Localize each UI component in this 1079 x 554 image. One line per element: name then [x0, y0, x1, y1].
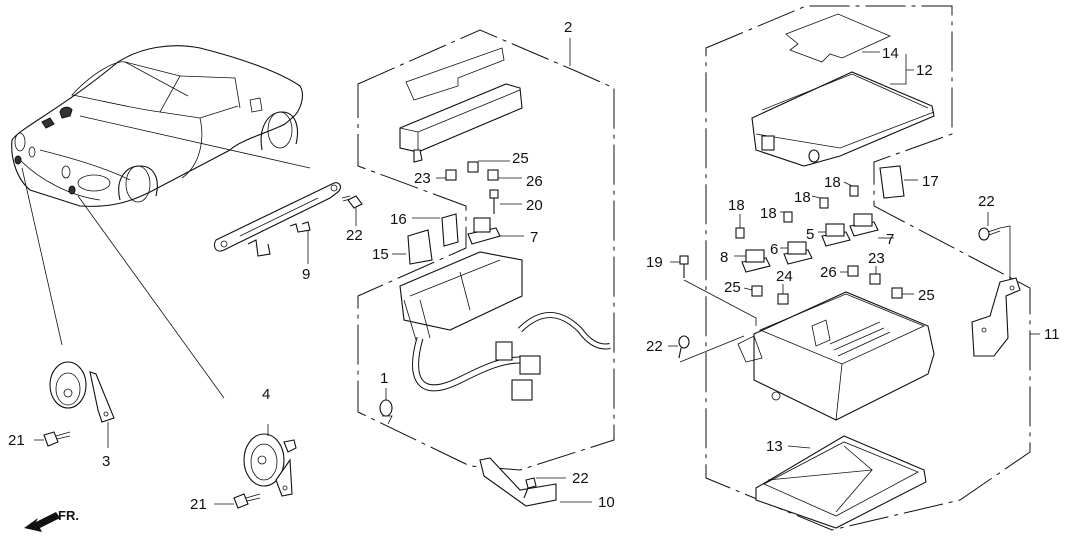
fuse-box-label-plate [405, 47, 505, 101]
bolt-22-a[interactable] [341, 195, 363, 209]
callout-13: 13 [766, 438, 783, 455]
callout-18-a: 18 [824, 174, 841, 191]
lower-cover-13[interactable] [755, 435, 927, 529]
leader-car-to-horn3 [21, 167, 63, 346]
callout-22-b: 22 [572, 470, 589, 487]
leader-22-d [999, 225, 1011, 280]
upper-cover-12[interactable] [751, 71, 935, 167]
callout-6: 6 [770, 241, 778, 258]
callout-18-d: 18 [728, 197, 745, 214]
bolt-22-c[interactable] [678, 335, 690, 359]
multi-fuse-18-c[interactable] [783, 211, 793, 223]
label-14[interactable] [785, 13, 891, 63]
callout-21-left: 21 [8, 432, 25, 449]
leader-22-c [679, 335, 745, 363]
multi-fuse-18-a[interactable] [849, 185, 859, 197]
callout-23: 23 [414, 170, 431, 187]
relay-5[interactable] [821, 223, 851, 247]
callout-25-right-a: 25 [724, 279, 741, 296]
callout-4: 4 [262, 386, 270, 403]
callout-22-a: 22 [346, 227, 363, 244]
relay-8[interactable] [741, 249, 771, 273]
front-direction-arrow [24, 512, 60, 532]
fuse-relay-box-body[interactable] [737, 291, 935, 421]
car-outline [11, 45, 303, 207]
bolt-22-d[interactable] [978, 227, 1001, 241]
bolt-20[interactable] [489, 189, 499, 214]
callout-18-c: 18 [760, 205, 777, 222]
clip-1[interactable] [379, 399, 393, 425]
fuse-25-right-b[interactable] [891, 287, 903, 299]
bolt-19[interactable] [679, 255, 689, 278]
horn-low[interactable] [49, 361, 115, 423]
callout-7-mid: 7 [530, 229, 538, 246]
callout-26: 26 [526, 173, 543, 190]
fuse-25-mid[interactable] [467, 161, 479, 173]
callout-21-right: 21 [190, 496, 207, 513]
front-label: FR. [58, 508, 79, 523]
bracket-10[interactable] [479, 457, 557, 507]
bolt-22-b[interactable] [523, 477, 537, 499]
multi-fuse-18-d[interactable] [735, 227, 745, 239]
fuse-box-upper-cover[interactable] [399, 83, 523, 163]
fuse-24[interactable] [777, 293, 789, 305]
leader-car-to-box [79, 115, 311, 169]
callout-11: 11 [1044, 326, 1060, 343]
callout-25-right-b: 25 [918, 287, 935, 304]
horn-high[interactable] [243, 433, 297, 497]
multi-fuse-18-b[interactable] [819, 197, 829, 209]
fuse-26-right[interactable] [847, 265, 859, 277]
leader-car-to-horn4 [77, 195, 225, 399]
relay-7-right[interactable] [849, 213, 879, 237]
callout-24: 24 [776, 268, 793, 285]
callout-17: 17 [922, 173, 939, 190]
relay-6[interactable] [783, 241, 813, 265]
callout-5: 5 [806, 226, 814, 243]
callout-22-c: 22 [646, 338, 663, 355]
callout-labels: 2 25 23 26 20 16 7 15 22 9 1 4 3 21 21 2… [8, 19, 1060, 523]
callout-12: 12 [916, 62, 933, 79]
callout-2: 2 [564, 19, 572, 36]
fuse-23-mid[interactable] [445, 169, 457, 181]
assembly-right-boundary [705, 5, 1031, 531]
relay-15[interactable] [407, 229, 433, 265]
callout-8: 8 [720, 249, 728, 266]
relay-17[interactable] [879, 165, 905, 199]
callout-22-d: 22 [978, 193, 995, 210]
leader-19 [683, 279, 757, 326]
bracket-9[interactable] [213, 182, 341, 257]
fuse-23-right[interactable] [869, 273, 881, 285]
relay-16[interactable] [441, 213, 459, 247]
callout-7-right: 7 [886, 231, 894, 248]
callout-9: 9 [302, 266, 310, 283]
callout-26-right: 26 [820, 264, 837, 281]
bracket-11[interactable] [971, 277, 1021, 357]
fuse-box-main-body[interactable] [399, 251, 523, 341]
callout-3: 3 [102, 453, 110, 470]
assembly-2-boundary [357, 29, 615, 471]
relay-7-mid[interactable] [467, 217, 501, 245]
callout-16: 16 [390, 211, 407, 228]
wire-harness[interactable] [412, 312, 611, 401]
callout-10: 10 [598, 494, 615, 511]
bolt-21-right[interactable] [233, 493, 261, 509]
callout-23-right: 23 [868, 250, 885, 267]
bolt-21-left[interactable] [43, 431, 71, 447]
callout-15: 15 [372, 246, 389, 263]
callout-1: 1 [380, 370, 388, 387]
callout-20: 20 [526, 197, 543, 214]
callout-18-b: 18 [794, 189, 811, 206]
fuse-25-right-a[interactable] [751, 285, 763, 297]
callout-25: 25 [512, 150, 529, 167]
fuse-26-mid[interactable] [487, 169, 499, 181]
callout-19: 19 [646, 254, 663, 271]
callout-14: 14 [882, 45, 899, 62]
